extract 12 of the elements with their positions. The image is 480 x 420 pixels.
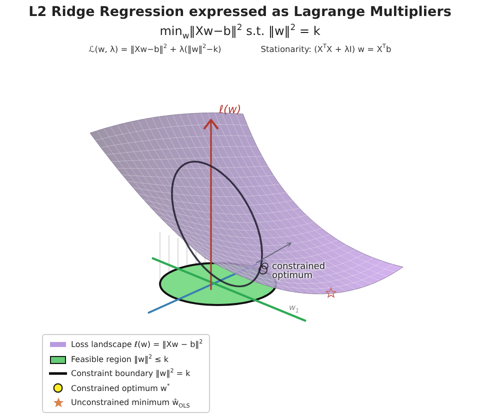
formula-text: min$_{w}$‖Xw−b‖$^{2}$ s.t. ‖w‖$^{2}$ = k <box>160 25 320 38</box>
legend-text: Loss landscape ℓ(w) = ‖Xw − b‖$^{2}$ <box>71 339 203 350</box>
legend-text: Unconstrained minimum ŵ$_{OLS}$ <box>71 397 190 408</box>
legend-text: Feasible region ‖w‖$^{2}$ ≤ k <box>71 354 169 365</box>
annotation-text: constrained optimum <box>272 263 326 282</box>
axis-label: w$_{1}$ <box>289 304 300 313</box>
formula-text: ℒ(w, λ) = ‖Xw−b‖$^{2}$ + λ(‖w‖$^{2}$−k) <box>88 45 222 54</box>
axis-label: ℓ(w) <box>219 104 242 116</box>
formula-text: Stationarity: (X$^{T}$X + λI) w = X$^{T}$b <box>260 45 392 54</box>
legend-text: Constraint boundary ‖w‖$^{2}$ = k <box>71 368 190 380</box>
chart-title: L2 Ridge Regression expressed as Lagrange Multipliers <box>28 4 452 20</box>
legend-text: Constrained optimum w$^{*}$ <box>71 382 170 394</box>
